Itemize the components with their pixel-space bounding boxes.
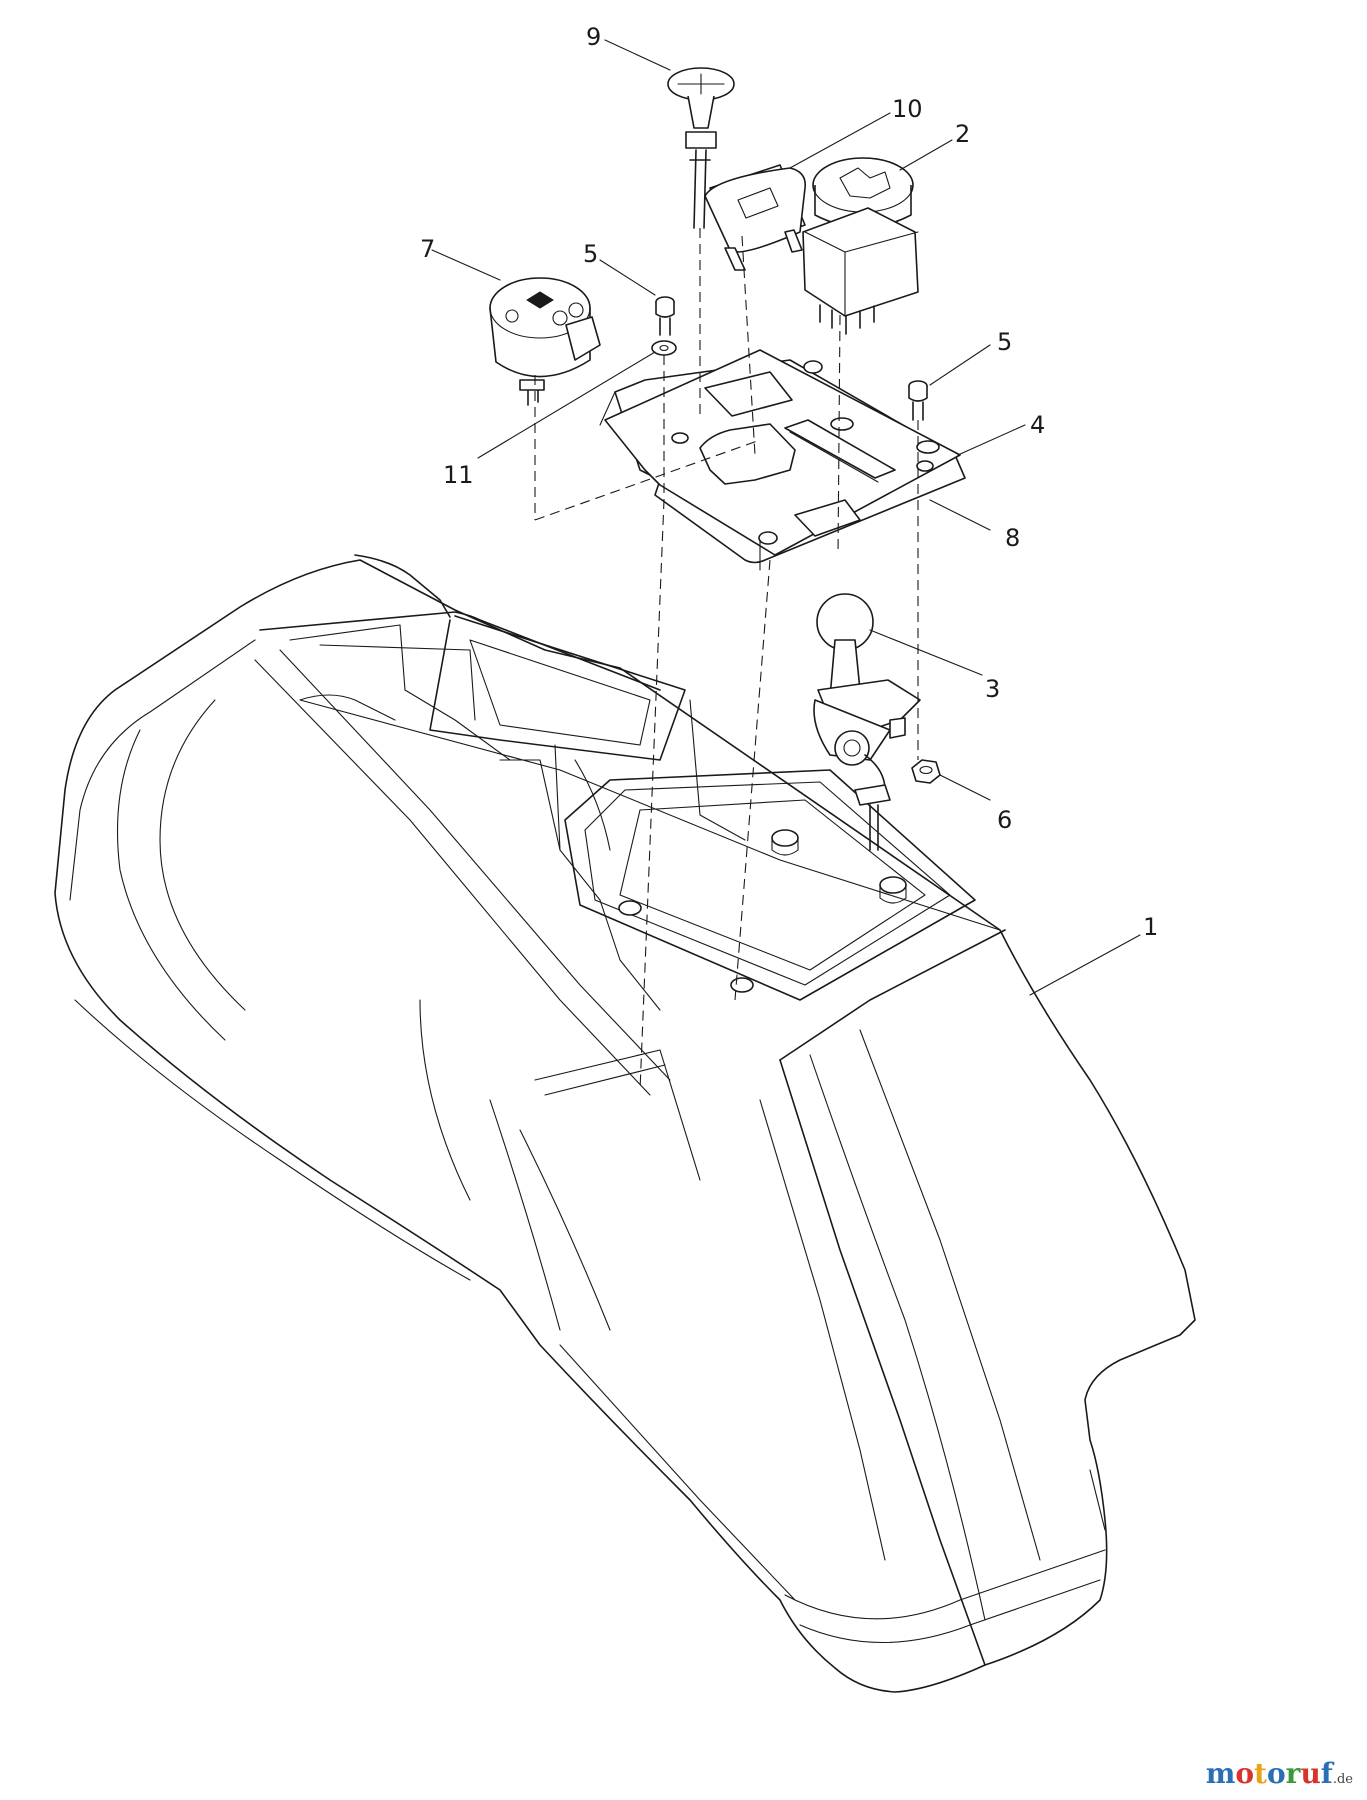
watermark-letter: r (1285, 1757, 1301, 1790)
callout-label: 7 (420, 235, 435, 263)
hex-nut (911, 759, 941, 784)
watermark-letter: u (1300, 1757, 1321, 1790)
callout-label: 1 (1143, 913, 1158, 941)
callout-label: 2 (955, 120, 970, 148)
callout-label: 3 (985, 675, 1000, 703)
throttle-lever (813, 593, 921, 851)
callout-label: 4 (1030, 411, 1045, 439)
callout-labels: 1 2 3 4 5 5 6 7 8 9 10 11 (420, 23, 1158, 941)
control-panel-plate (599, 349, 966, 571)
watermark-letter: o (1235, 1757, 1255, 1790)
assembly-lines (534, 228, 919, 1091)
callout-label: 8 (1005, 524, 1020, 552)
callout-label: 10 (892, 95, 923, 123)
washer (651, 340, 677, 356)
console-housing (54, 554, 1196, 1693)
watermark-letter: t (1254, 1757, 1267, 1790)
pto-switch (704, 164, 807, 271)
choke-knob (667, 67, 735, 229)
callout-label: 6 (997, 806, 1012, 834)
leader-lines (431, 39, 1141, 996)
motoruf-watermark-logo: motoruf.de (1206, 1757, 1353, 1790)
bolt-right (908, 380, 928, 421)
watermark-letter: o (1266, 1757, 1286, 1790)
bolt-left (655, 296, 675, 336)
callout-label: 5 (583, 240, 598, 268)
watermark-letter: m (1205, 1757, 1236, 1790)
ignition-switch (802, 157, 919, 335)
callout-label: 9 (586, 23, 601, 51)
watermark-letter: f (1320, 1757, 1333, 1790)
watermark-suffix: .de (1332, 1772, 1353, 1787)
callout-label: 5 (997, 328, 1012, 356)
light-switch (489, 277, 601, 406)
callout-label: 11 (443, 461, 474, 489)
